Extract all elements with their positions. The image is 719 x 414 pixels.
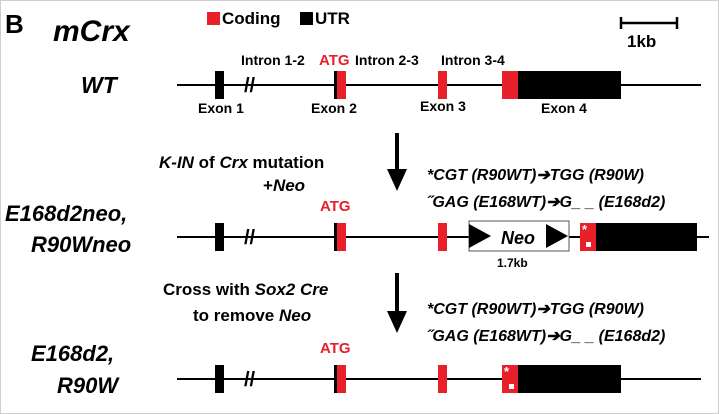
mut1-exon-2-utr — [334, 223, 337, 251]
mut2-exon-1 — [215, 365, 224, 393]
wt-exon-2-utr — [334, 71, 337, 99]
mut1-atg-label: ATG — [320, 198, 351, 215]
wt-exon-1-label: Exon 1 — [198, 100, 244, 116]
panel-letter: B — [5, 9, 24, 39]
mut1-mutation-line1: *CGT (R90WT)➔TGG (R90W) — [427, 167, 644, 184]
wt-exon-4-label: Exon 4 — [541, 100, 587, 116]
neo-cassette — [468, 220, 570, 252]
wt-intron-3-4: Intron 3-4 — [441, 52, 505, 68]
mut1-exon-4-coding — [580, 223, 596, 251]
mut1-r90w-star: * — [582, 222, 588, 237]
legend-coding-label: Coding — [222, 9, 281, 28]
legend-coding-swatch — [207, 12, 220, 25]
mut1-break-mark: // — [244, 227, 256, 249]
mut1-e168d2-mark — [586, 242, 591, 247]
mut1-exon-3 — [438, 223, 447, 251]
step1-line2: +Neo — [263, 176, 305, 195]
mut1-exon-2-coding — [337, 223, 346, 251]
scale-bar-label: 1kb — [627, 32, 656, 51]
mut2-r90w-star: * — [504, 364, 510, 379]
mut1-label-line1: E168d2neo, — [5, 201, 127, 226]
mut1-exon-1 — [215, 223, 224, 251]
mut2-exon-2-coding — [337, 365, 346, 393]
wt-exon-2-coding — [337, 71, 346, 99]
wt-exon-1 — [215, 71, 224, 99]
loxp-left-icon — [469, 224, 491, 248]
wt-exon-4-utr — [518, 71, 621, 99]
legend-utr-swatch — [300, 12, 313, 25]
loxp-right-icon — [546, 224, 568, 248]
neo-size-label: 1.7kb — [497, 256, 528, 270]
wt-intron-2-3: Intron 2-3 — [355, 52, 419, 68]
wt-break-mark: // — [244, 75, 256, 97]
wt-intron-1-2: Intron 1-2 — [241, 52, 305, 68]
scale-bar — [619, 17, 679, 29]
mut2-exon-2-utr — [334, 365, 337, 393]
step1-arrow — [387, 133, 407, 191]
mut2-label-line2: R90W — [57, 373, 120, 398]
step2-line1: Cross with Sox2 Cre — [163, 280, 328, 299]
mut1-mutation-line2: ˝GAG (E168WT)➔G_ _ (E168d2) — [427, 194, 665, 211]
mut2-mutation-line1: *CGT (R90WT)➔TGG (R90W) — [427, 301, 644, 318]
mut2-exon-3 — [438, 365, 447, 393]
mut2-e168d2-mark — [509, 384, 514, 389]
mut2-mutation-line2: ˝GAG (E168WT)➔G_ _ (E168d2) — [427, 328, 665, 345]
mut2-break-mark: // — [244, 369, 256, 391]
step1-line1: K-IN of Crx mutation — [159, 153, 324, 172]
wt-exon-4-coding — [502, 71, 518, 99]
mut2-label-line1: E168d2, — [31, 341, 114, 366]
step2-arrow — [387, 273, 407, 333]
step2-line2: to remove Neo — [193, 306, 311, 325]
neo-label: Neo — [501, 228, 535, 248]
gene-title: mCrx — [53, 15, 131, 48]
mut2-exon-4-utr — [518, 365, 621, 393]
wt-exon-2-label: Exon 2 — [311, 100, 357, 116]
mut2-atg-label: ATG — [320, 340, 351, 357]
legend-utr-label: UTR — [315, 9, 350, 28]
mut1-label-line2: R90Wneo — [31, 232, 131, 257]
wt-label: WT — [81, 72, 119, 98]
wt-exon-3-label: Exon 3 — [420, 98, 466, 114]
wt-exon-3 — [438, 71, 447, 99]
wt-atg-label: ATG — [319, 52, 350, 69]
mut1-exon-4-utr — [596, 223, 697, 251]
